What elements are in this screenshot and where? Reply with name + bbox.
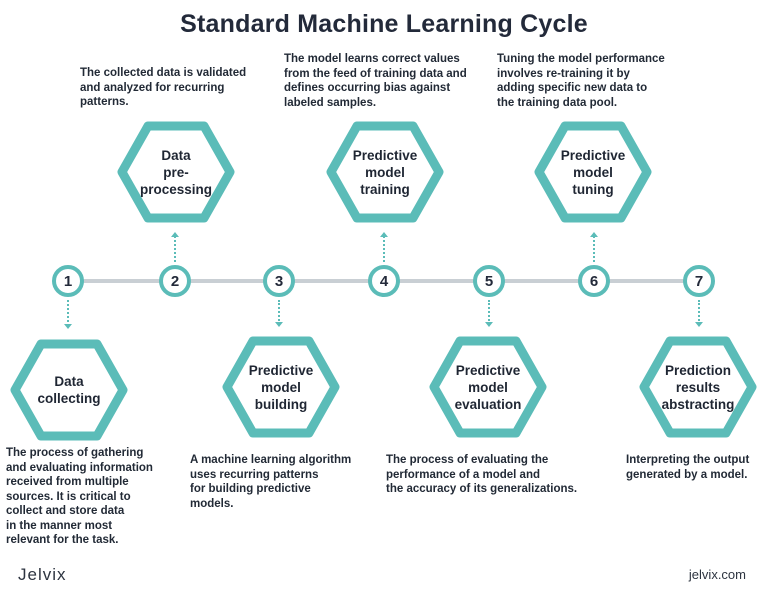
step-7-description: Interpreting the output generated by a m… [626, 454, 750, 481]
step-5-description: The process of evaluating the performanc… [386, 454, 578, 495]
arrow-up-icon [171, 232, 179, 237]
step-3-label: Predictive model building [248, 362, 314, 412]
hexagon-step-1: Data collecting [9, 338, 129, 442]
jelvix-logo: Jelvix [18, 565, 67, 584]
arrow-down-icon [695, 322, 703, 327]
step-node-7: 7 [683, 265, 715, 297]
hexagon-step-7: Prediction results abstracting [638, 335, 758, 439]
step-6-label: Predictive model tuning [560, 147, 626, 197]
step-node-3: 3 [263, 265, 295, 297]
connector-step-3 [278, 300, 280, 324]
diagram-title: Standard Machine Learning Cycle [180, 10, 588, 38]
site-url: jelvix.com [688, 567, 746, 582]
hexagon-icon [429, 336, 547, 438]
hexagon-step-5: Predictive model evaluation [428, 335, 548, 439]
connector-step-4 [383, 236, 385, 262]
step-6-description: Tuning the model performance involves re… [497, 53, 665, 109]
step-5-label: Predictive model evaluation [454, 362, 522, 412]
connector-step-2 [174, 236, 176, 262]
hexagon-icon [639, 336, 757, 438]
hexagon-icon [534, 121, 652, 223]
step-3-description: A machine learning algorithm uses recurr… [190, 454, 352, 510]
step-node-1: 1 [52, 265, 84, 297]
arrow-down-icon [485, 322, 493, 327]
connector-step-7 [698, 300, 700, 324]
step-node-6: 6 [578, 265, 610, 297]
hexagon-icon [326, 121, 444, 223]
connector-step-5 [488, 300, 490, 324]
arrow-down-icon [275, 322, 283, 327]
arrow-down-icon [64, 324, 72, 329]
hexagon-step-6: Predictive model tuning [533, 120, 653, 224]
step-1-description: The process of gathering and evaluating … [6, 447, 153, 546]
step-4-label: Predictive model training [352, 147, 418, 197]
step-node-2: 2 [159, 265, 191, 297]
hexagon-step-3: Predictive model building [221, 335, 341, 439]
step-node-5: 5 [473, 265, 505, 297]
hexagon-step-2: Data pre- processing [116, 120, 236, 224]
step-2-description: The collected data is validated and anal… [80, 67, 247, 108]
arrow-up-icon [590, 232, 598, 237]
hexagon-icon [222, 336, 340, 438]
arrow-up-icon [380, 232, 388, 237]
step-4-description: The model learns correct values from the… [284, 53, 467, 109]
step-7-label: Prediction results abstracting [661, 362, 735, 412]
connector-step-6 [593, 236, 595, 262]
step-2-label: Data pre- processing [139, 147, 213, 197]
step-node-4: 4 [368, 265, 400, 297]
hexagon-step-4: Predictive model training [325, 120, 445, 224]
step-1-label: Data collecting [37, 374, 101, 406]
hexagon-icon [117, 121, 235, 223]
hexagon-icon [10, 339, 128, 441]
connector-step-1 [67, 300, 69, 326]
